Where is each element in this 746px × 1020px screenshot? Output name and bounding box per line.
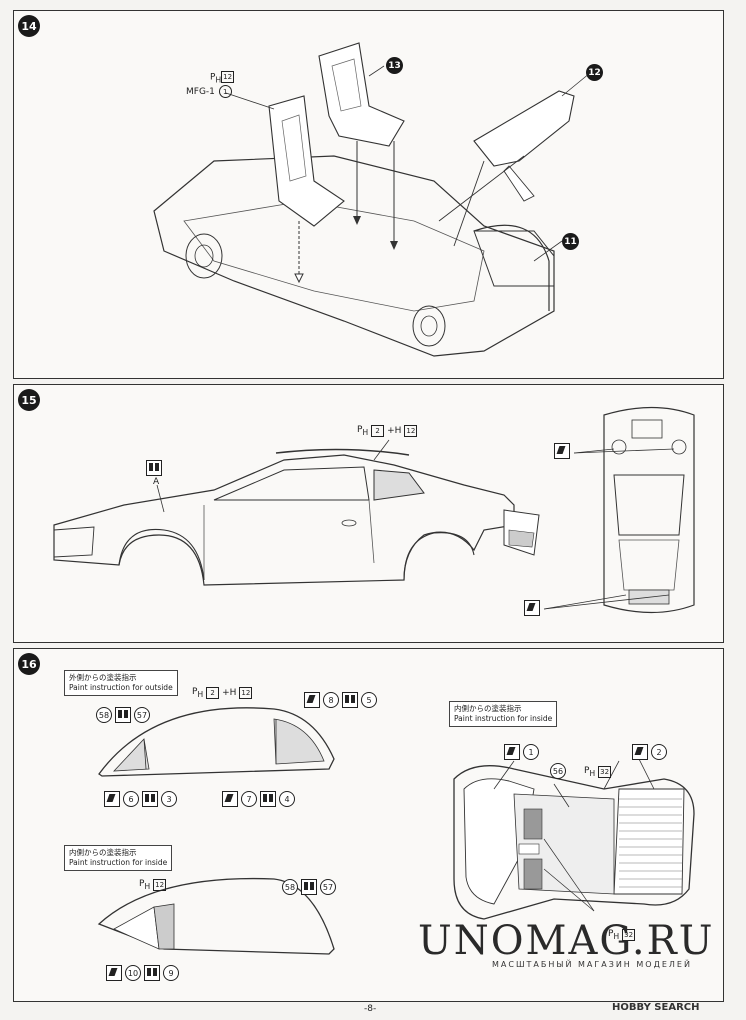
inside2-en: Paint instruction for inside <box>454 714 553 723</box>
inside-instruction-box: 内側からの塗装指示 Paint instruction for inside <box>64 845 173 871</box>
num-9: 9 <box>163 965 179 981</box>
page-number: -8- <box>364 1004 377 1014</box>
inside-jp: 内側からの塗装指示 <box>69 848 137 857</box>
mfg-label: MFG-1 1 <box>186 85 233 98</box>
part-callout-12: 12 <box>586 64 603 81</box>
brush-icon <box>106 965 122 981</box>
body-side-drawing <box>53 406 695 614</box>
paint-h2: 2 <box>371 425 385 437</box>
paint-h32-num: 32 <box>622 929 636 941</box>
chassis-drawing <box>153 42 591 357</box>
mask-10-9: 10 9 <box>106 965 179 981</box>
step-number: 15 <box>18 389 40 411</box>
part-callout-13: 13 <box>386 57 403 74</box>
num-56: 56 <box>550 763 566 779</box>
step-16-panel: 16 外側からの塗装 <box>13 648 724 1002</box>
mask-icon <box>260 791 276 807</box>
mfg-number: 1 <box>218 85 232 98</box>
num-58: 58 <box>282 879 298 895</box>
inside-en: Paint instruction for inside <box>69 858 168 867</box>
num-6: 6 <box>123 791 139 807</box>
mask-icon <box>115 707 131 723</box>
num-58: 58 <box>96 707 112 723</box>
brush-icon <box>504 744 520 760</box>
brush-icon <box>554 443 570 459</box>
outside-jp: 外側からの塗装指示 <box>69 673 137 682</box>
part-callout-11: 11 <box>562 233 579 250</box>
mfg-text: MFG-1 <box>186 87 215 97</box>
watermark-subtitle: МАСШТАБНЫЙ МАГАЗИН МОДЕЛЕЙ <box>492 960 692 969</box>
brush-icon <box>222 791 238 807</box>
brush-icon <box>524 600 540 616</box>
num-10: 10 <box>125 965 141 981</box>
inside2-jp: 内側からの塗装指示 <box>454 704 522 713</box>
num-57: 57 <box>134 707 150 723</box>
mask-58-57: 58 57 <box>96 707 150 723</box>
label-a: A <box>153 477 160 487</box>
brush-icon <box>304 692 320 708</box>
brush-2: 2 <box>632 744 667 760</box>
num-8: 8 <box>323 692 339 708</box>
num-57: 57 <box>320 879 336 895</box>
mask-icon <box>142 791 158 807</box>
paint-h2: 2 <box>206 687 220 699</box>
watermark-title: UNOMAG.RU <box>418 918 715 964</box>
paint-h32-num: 32 <box>598 766 612 778</box>
paint-h12: 12 <box>239 687 253 699</box>
outside-en: Paint instruction for outside <box>69 683 173 692</box>
inside-instruction-box-2: 内側からの塗装指示 Paint instruction for inside <box>449 701 558 727</box>
step-number: 14 <box>18 15 40 37</box>
window-drawings <box>97 707 695 955</box>
num-56-label: 56 <box>550 763 566 779</box>
mask-icon <box>342 692 358 708</box>
paint-code-number: 12 <box>221 71 235 83</box>
num-2: 2 <box>651 744 667 760</box>
paint-h12: 12 <box>153 879 167 891</box>
mask-icon <box>301 879 317 895</box>
num-3: 3 <box>161 791 177 807</box>
num-5: 5 <box>361 692 377 708</box>
mask-icon <box>144 965 160 981</box>
step-number: 16 <box>18 653 40 675</box>
outside-instruction-box: 外側からの塗装指示 Paint instruction for outside <box>64 670 178 696</box>
hobby-search-logo: HOBBY SEARCH <box>612 1002 700 1013</box>
num-7: 7 <box>241 791 257 807</box>
mask-icon <box>146 460 162 476</box>
num-1: 1 <box>523 744 539 760</box>
brush-icon <box>632 744 648 760</box>
num-4: 4 <box>279 791 295 807</box>
brush-1: 1 <box>504 744 539 760</box>
mask-58-57-inside: 58 57 <box>282 879 336 895</box>
step-14-panel: 14 13 12 <box>13 10 724 379</box>
brush-icon <box>104 791 120 807</box>
paint-h12: 12 <box>404 425 418 437</box>
